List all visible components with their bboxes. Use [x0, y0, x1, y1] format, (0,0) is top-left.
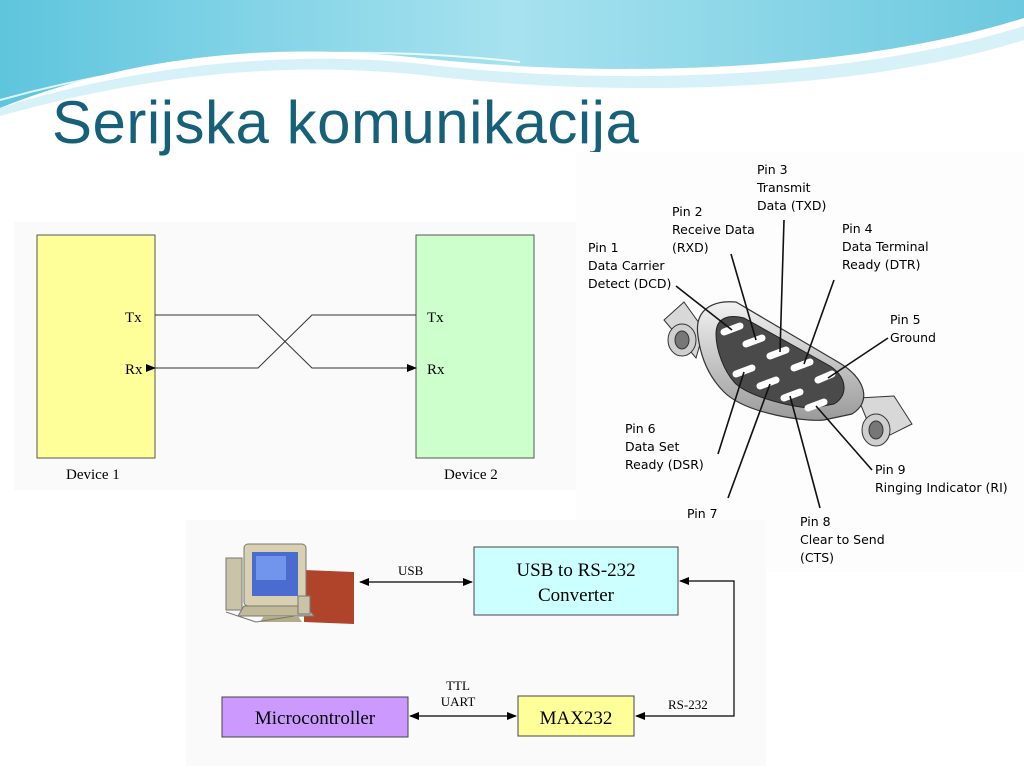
usb-label: USB	[398, 563, 424, 578]
converter-label-line2: Converter	[538, 585, 615, 606]
db9-pinout-svg: Pin 1 Data Carrier Detect (DCD) Pin 2 Re…	[588, 162, 1008, 565]
pin-2-label: Pin 2 Receive Data (RXD)	[672, 204, 759, 255]
device-1-box	[36, 234, 156, 459]
pin-leader-lines	[675, 219, 889, 509]
uart-label: UART	[441, 694, 476, 709]
device-2-box	[415, 234, 535, 459]
microcontroller-box	[221, 696, 409, 738]
pin-7-label: Pin 7	[687, 506, 718, 521]
ttl-label: TTL	[446, 678, 470, 693]
max232-label: MAX232	[540, 708, 613, 729]
microcontroller-label: Microcontroller	[255, 708, 376, 729]
computer-icon	[225, 543, 354, 624]
rs232-link-arrow	[635, 577, 735, 720]
pin-8-label: Pin 8 Clear to Send (CTS)	[800, 514, 889, 565]
pin-6-label: Pin 6 Data Set Ready (DSR)	[625, 421, 704, 472]
pin-1-label: Pin 1 Data Carrier Detect (DCD)	[588, 240, 671, 291]
device-1-rx-label: Rx	[125, 362, 143, 378]
device-2-tx-label: Tx	[427, 310, 444, 326]
tx2-to-rx1-line	[146, 314, 416, 372]
rs232-label: RS-232	[668, 697, 708, 712]
device-2-rx-label: Rx	[427, 362, 445, 378]
db9-connector-icon	[663, 301, 913, 447]
db9-pinout-diagram: Pin 1 Data Carrier Detect (DCD) Pin 2 Re…	[576, 152, 1024, 572]
device-2-label: Device 2	[444, 467, 498, 483]
device-crossover-diagram: Tx Rx Tx Rx Device 1 Device 2	[14, 222, 576, 490]
device-1-tx-label: Tx	[125, 310, 142, 326]
pin-5-label: Pin 5 Ground	[890, 312, 936, 345]
usb-rs232-block-svg: USB USB to RS-232 Converter RS-232 MAX23…	[221, 543, 735, 738]
slide-title: Serijska komunikacija	[52, 89, 640, 156]
max232-box	[517, 695, 635, 737]
header-wave	[0, 0, 1024, 116]
device-1-label: Device 1	[66, 467, 120, 483]
converter-label-line1: USB to RS-232	[516, 560, 635, 581]
device-crossover-svg: Tx Rx Tx Rx Device 1 Device 2	[36, 234, 535, 483]
pin-3-label: Pin 3 Transmit Data (TXD)	[756, 162, 826, 213]
pin-4-label: Pin 4 Data Terminal Ready (DTR)	[842, 221, 933, 272]
pin-9-label: Pin 9 Ringing Indicator (RI)	[875, 462, 1008, 495]
usb-rs232-block-diagram: USB USB to RS-232 Converter RS-232 MAX23…	[186, 520, 766, 766]
